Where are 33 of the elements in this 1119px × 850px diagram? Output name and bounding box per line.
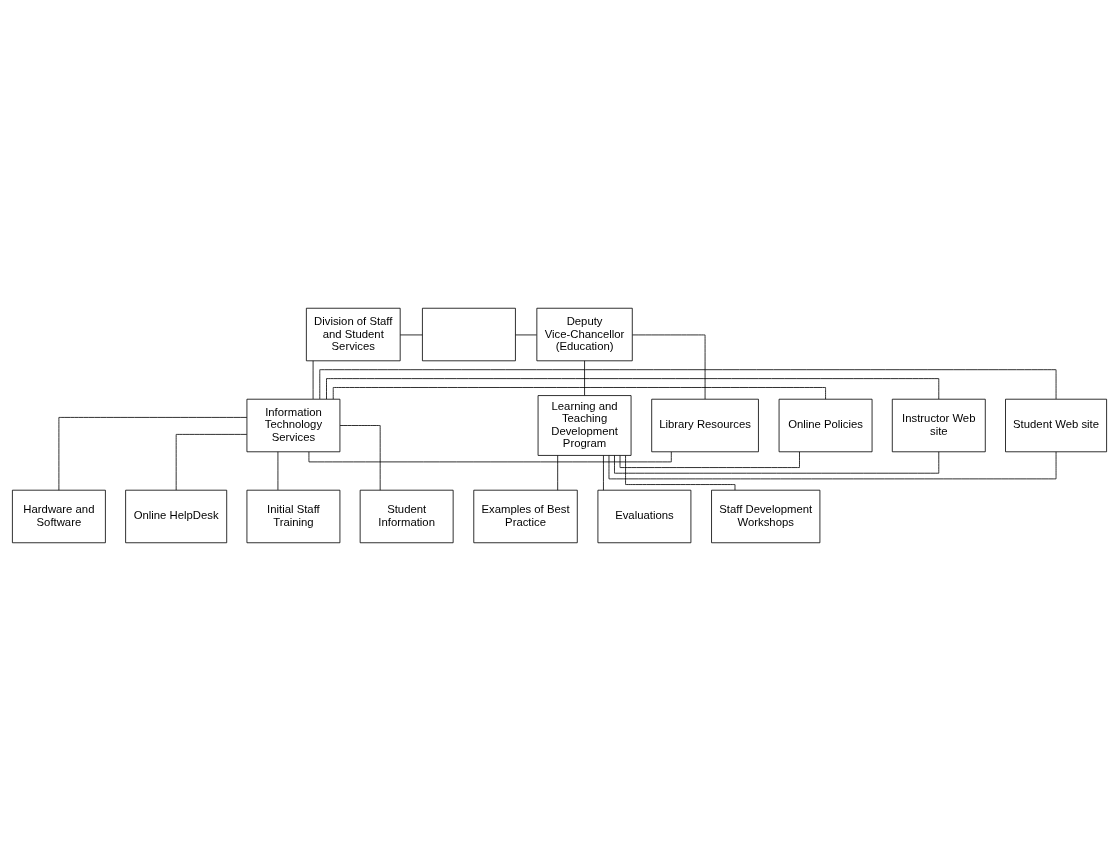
connector bbox=[339, 424, 381, 491]
node-box: Staff Development Workshops bbox=[711, 489, 821, 543]
connector bbox=[58, 416, 248, 491]
node-box: Instructor Web site bbox=[891, 398, 986, 452]
connector bbox=[326, 377, 940, 399]
connector bbox=[632, 334, 706, 399]
node-box: Library Resources bbox=[651, 398, 759, 452]
connector bbox=[319, 368, 1057, 399]
connector bbox=[175, 433, 248, 490]
node-box: Online Policies bbox=[778, 398, 873, 452]
connector bbox=[603, 454, 604, 491]
node-box: Learning and Teaching Development Program bbox=[537, 394, 632, 456]
connector bbox=[332, 386, 826, 399]
node-box: Online HelpDesk bbox=[125, 489, 228, 543]
node-box: Evaluations bbox=[597, 489, 692, 543]
connector bbox=[608, 450, 1057, 479]
node-box: Deputy Vice-Chancellor (Education) bbox=[536, 307, 633, 361]
connector bbox=[557, 454, 559, 491]
node-box bbox=[422, 307, 516, 361]
connector bbox=[584, 359, 585, 396]
connector bbox=[308, 451, 672, 462]
connector bbox=[399, 334, 423, 335]
node-box: Division of Staff and Student Services bbox=[305, 307, 401, 361]
node-box: Initial Staff Training bbox=[246, 489, 341, 543]
node-box: Information Technology Services bbox=[246, 398, 341, 452]
node-box: Student Information bbox=[359, 489, 454, 543]
node-box: Hardware and Software bbox=[12, 489, 106, 543]
node-box: Examples of Best Practice bbox=[473, 489, 578, 543]
connector bbox=[515, 334, 537, 335]
connector bbox=[614, 450, 940, 474]
connector bbox=[625, 454, 736, 490]
connector bbox=[619, 451, 800, 468]
node-box: Student Web site bbox=[1005, 398, 1107, 452]
